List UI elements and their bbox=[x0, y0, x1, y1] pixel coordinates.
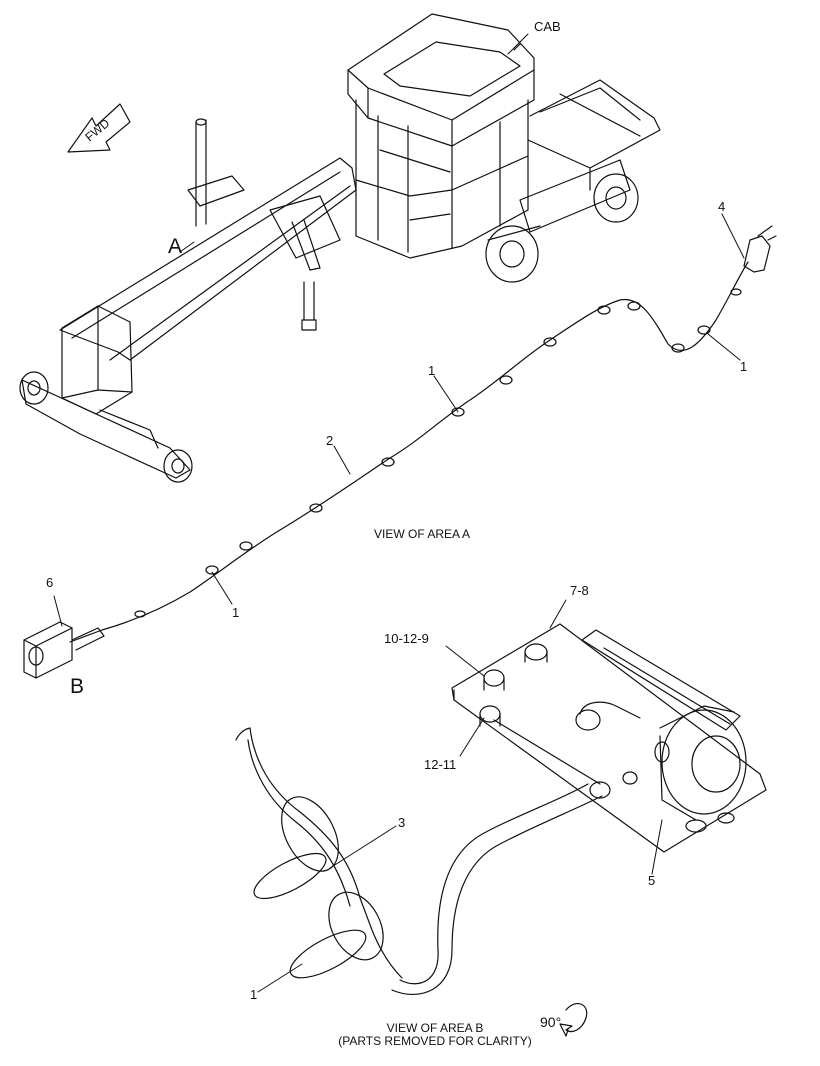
callout-7-8: 7-8 bbox=[570, 583, 589, 598]
callout-10-12-9: 10-12-9 bbox=[384, 631, 429, 646]
fwd-arrow-icon bbox=[67, 103, 131, 153]
cab-body bbox=[347, 13, 535, 147]
view-area-a-caption: VIEW OF AREA A bbox=[374, 527, 471, 541]
view-area-b-caption: VIEW OF AREA B (PARTS REMOVED FOR CLARIT… bbox=[320, 1022, 550, 1048]
switch-item-6 bbox=[23, 621, 73, 679]
callout-12-11: 12-11 bbox=[424, 757, 457, 772]
leader-lines bbox=[53, 33, 745, 993]
callout-1-top-right: 1 bbox=[740, 359, 748, 374]
pipe-assembly bbox=[235, 727, 403, 979]
view-area-b-note: (PARTS REMOVED FOR CLARITY) bbox=[338, 1034, 532, 1048]
callout-1-mid: 1 bbox=[428, 363, 436, 378]
callout-1-bottom: 1 bbox=[250, 987, 258, 1002]
callout-5: 5 bbox=[648, 873, 656, 888]
heater-item-5 bbox=[661, 709, 747, 815]
area-b-label: B bbox=[70, 675, 85, 698]
view-area-b-title: VIEW OF AREA B bbox=[386, 1021, 484, 1035]
area-a-label: A bbox=[168, 235, 183, 258]
callout-6: 6 bbox=[46, 575, 54, 590]
callout-1-lower: 1 bbox=[232, 605, 240, 620]
rotate-arrow-icon bbox=[559, 1002, 588, 1037]
connector-item-4 bbox=[743, 235, 771, 273]
cab-label: CAB bbox=[534, 19, 561, 34]
callout-2: 2 bbox=[326, 433, 334, 448]
callout-3: 3 bbox=[398, 815, 406, 830]
harness-clips bbox=[134, 288, 742, 618]
rotation-label: 90° bbox=[540, 1014, 562, 1030]
tank-plate bbox=[451, 623, 767, 853]
machine-drawing bbox=[19, 13, 661, 483]
callout-4: 4 bbox=[718, 199, 726, 214]
